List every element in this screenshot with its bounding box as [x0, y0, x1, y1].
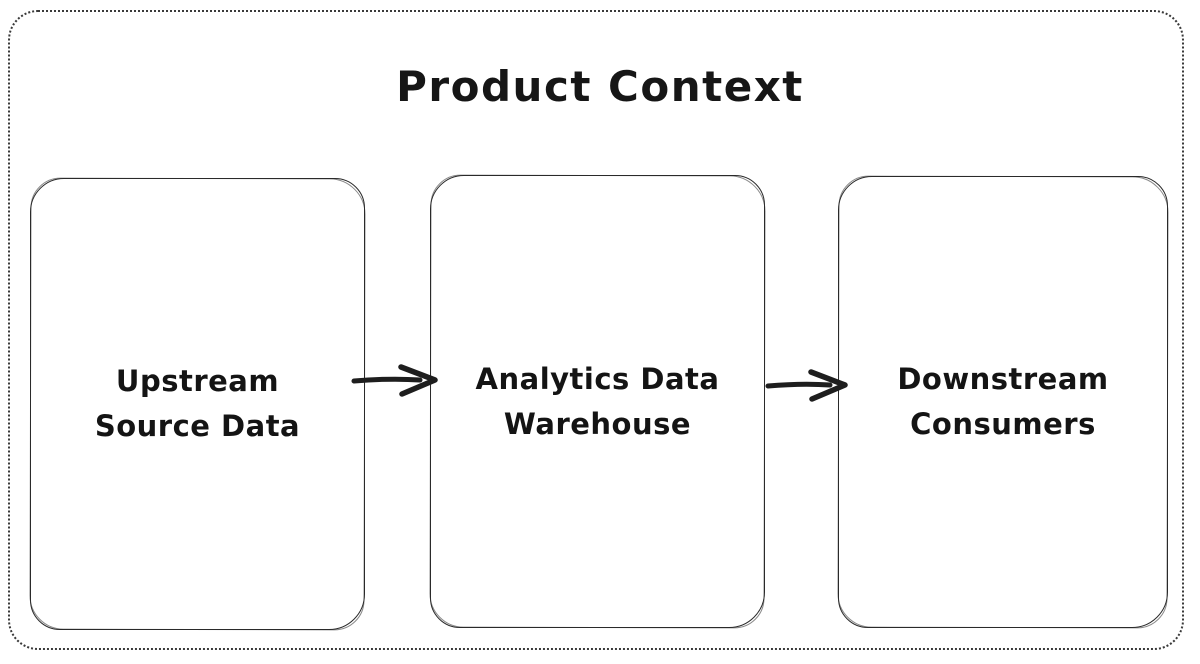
node-label-line: Analytics Data	[475, 361, 720, 396]
arrow-shaft	[765, 381, 833, 389]
node-label: Upstream Source Data	[95, 359, 300, 449]
arrow-shaft	[351, 376, 423, 384]
arrow-head	[808, 369, 848, 402]
node-downstream-consumers: Downstream Consumers	[838, 176, 1168, 628]
node-label: Downstream Consumers	[897, 357, 1108, 447]
node-label-line: Source Data	[94, 409, 301, 443]
node-upstream-source-data: Upstream Source Data	[30, 178, 365, 630]
node-label-line: Consumers	[910, 407, 1096, 441]
diagram-title: Product Context	[396, 62, 804, 111]
node-label-line: Upstream	[115, 364, 280, 398]
node-analytics-data-warehouse: Analytics Data Warehouse	[430, 175, 765, 628]
arrow-head	[398, 364, 438, 397]
flow-arrow-icon	[765, 369, 848, 402]
node-label-line: Warehouse	[503, 406, 692, 441]
flow-arrow-icon	[351, 364, 438, 397]
node-label: Analytics Data Warehouse	[476, 357, 720, 447]
diagram-boundary-frame	[8, 10, 1184, 650]
node-label-line: Downstream	[897, 362, 1109, 396]
